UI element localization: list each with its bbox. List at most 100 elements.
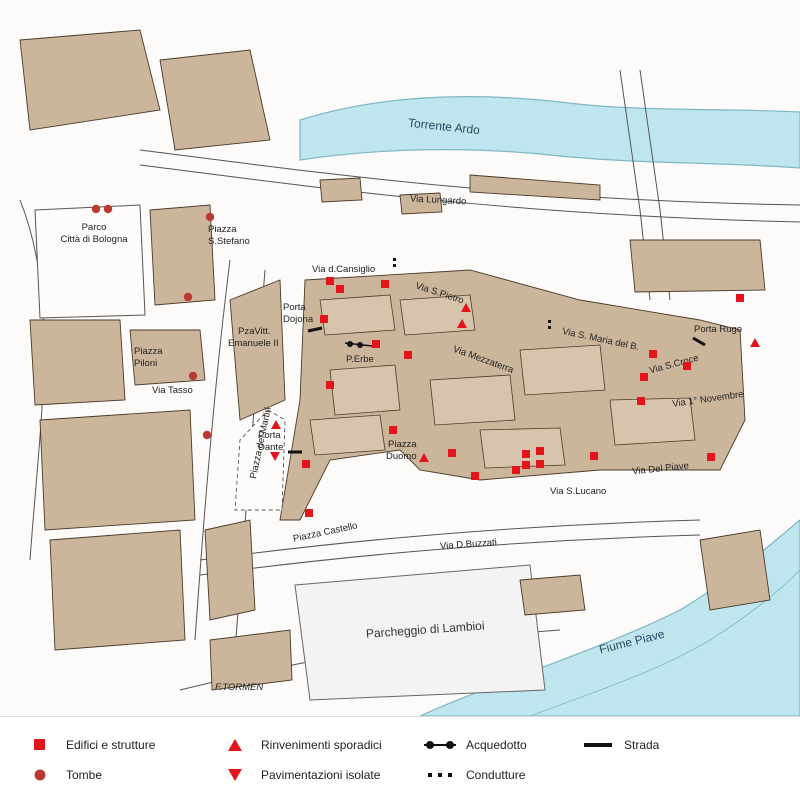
tomba-marker <box>103 204 113 214</box>
legend-item-pavimentazioni: Pavimentazioni isolate <box>215 767 380 783</box>
legend-label: Tombe <box>66 768 103 782</box>
edificio-marker <box>305 509 313 517</box>
label-via-lungardo: Via Lungardo <box>410 193 467 207</box>
label-pzavitt-1: PzaVitt. <box>238 326 271 337</box>
map-svg: Torrente Ardo Fiume Piave Via Lungardo P… <box>19 29 800 716</box>
acquedotto-mark <box>344 341 373 348</box>
red-triangle-down-icon <box>228 769 242 781</box>
label-porta-rugo: Porta Rugo <box>694 324 742 335</box>
edificio-marker <box>389 426 397 434</box>
thick-line-icon <box>584 743 612 747</box>
edificio-marker <box>536 460 544 468</box>
tomba-marker <box>188 371 198 381</box>
pavimentazione-marker <box>270 452 280 461</box>
edificio-marker <box>536 447 544 455</box>
strada-mark-rugo <box>692 336 706 347</box>
legend-label: Condutture <box>466 768 526 782</box>
findings-pavimentazioni <box>270 452 280 461</box>
edificio-marker <box>522 461 530 469</box>
piazza-martiri-outline <box>234 409 286 511</box>
southeast-blocks <box>209 529 771 691</box>
old-town-blocks <box>279 269 746 521</box>
edificio-marker <box>404 351 412 359</box>
edificio-marker <box>707 453 715 461</box>
findings-tombe <box>91 204 215 440</box>
label-via-cansiglio: Via d.Cansiglio <box>312 264 375 275</box>
label-author: F.TORMEN <box>215 682 263 693</box>
road-martiri <box>194 259 231 641</box>
northeast-blocks <box>319 174 766 293</box>
label-parco-2: Città di Bologna <box>60 234 128 245</box>
legend-label: Strada <box>624 738 660 752</box>
parking-lot <box>294 564 546 701</box>
edificio-marker <box>522 450 530 458</box>
road-buzzati <box>199 519 701 561</box>
legend-item-edifici: Edifici e strutture <box>20 737 155 753</box>
legend-label: Edifici e strutture <box>66 738 156 752</box>
edificio-marker <box>736 294 744 302</box>
label-piazza-stefano-1: Piazza <box>208 224 237 235</box>
label-via-tasso: Via Tasso <box>152 385 193 396</box>
label-porta-dojona-2: Dojona <box>283 314 314 325</box>
label-piazza-piloni-1: Piazza <box>134 346 163 357</box>
label-via-buzzati: Via D.Buzzati <box>440 537 497 552</box>
edificio-marker <box>372 340 380 348</box>
sporadico-marker <box>457 319 467 328</box>
edificio-marker <box>448 449 456 457</box>
edificio-marker <box>590 452 598 460</box>
sporadico-marker <box>461 303 471 312</box>
edificio-marker <box>326 277 334 285</box>
label-porta-dante-2: Dante <box>258 442 283 453</box>
legend-label: Acquedotto <box>466 738 527 752</box>
label-piazza-stefano-2: S.Stefano <box>208 236 250 247</box>
condutture-mark <box>393 258 551 329</box>
river-ardo <box>299 96 800 169</box>
findings-edifici <box>302 277 744 517</box>
label-perbe: P.Erbe <box>346 354 374 365</box>
sporadico-marker <box>750 338 760 347</box>
red-square-icon <box>34 739 45 750</box>
label-piazza-duomo-1: Piazza <box>388 439 417 450</box>
strada-mark-dojona <box>307 326 323 333</box>
legend-label: Pavimentazioni isolate <box>261 768 381 782</box>
map: Torrente Ardo Fiume Piave Via Lungardo P… <box>19 29 800 716</box>
tomba-marker <box>202 430 212 440</box>
legend-item-condutture: Condutture <box>420 767 525 783</box>
label-piazza-duomo-2: Duomo <box>386 451 417 462</box>
sporadico-marker <box>271 420 281 429</box>
tomba-marker <box>205 212 215 222</box>
legend: Edifici e strutture Tombe Rinvenimenti s… <box>0 716 800 801</box>
edificio-marker <box>381 280 389 288</box>
label-piazza-piloni-2: Piloni <box>134 358 157 369</box>
label-pzavitt-2: Emanuele II <box>228 338 279 349</box>
red-circle-icon <box>34 769 46 781</box>
red-triangle-up-icon <box>228 739 242 751</box>
edificio-marker <box>512 466 520 474</box>
tomba-marker <box>91 204 101 214</box>
dotted-line-icon <box>428 773 452 777</box>
label-parco-1: Parco <box>82 222 107 233</box>
legend-item-tombe: Tombe <box>20 767 102 783</box>
west-blocks <box>19 29 286 651</box>
label-via-lucano: Via S.Lucano <box>550 486 606 497</box>
edificio-marker <box>640 373 648 381</box>
legend-item-acquedotto: Acquedotto <box>420 737 527 753</box>
legend-item-sporadici: Rinvenimenti sporadici <box>215 737 382 753</box>
legend-label: Rinvenimenti sporadici <box>261 738 382 752</box>
edificio-marker <box>649 350 657 358</box>
edificio-marker <box>336 285 344 293</box>
legend-item-strada: Strada <box>578 737 659 753</box>
road-buzzati-2 <box>199 534 701 576</box>
edificio-marker <box>320 315 328 323</box>
tomba-marker <box>183 292 193 302</box>
label-porta-dante-1: Porta <box>258 430 281 441</box>
edificio-marker <box>637 397 645 405</box>
acquedotto-line-icon <box>424 741 456 749</box>
edificio-marker <box>302 460 310 468</box>
edificio-marker <box>683 362 691 370</box>
findings-sporadici <box>271 303 760 462</box>
label-porta-dojona-1: Porta <box>283 302 306 313</box>
road-lungardo <box>139 149 800 206</box>
sporadico-marker <box>419 453 429 462</box>
edificio-marker <box>326 381 334 389</box>
